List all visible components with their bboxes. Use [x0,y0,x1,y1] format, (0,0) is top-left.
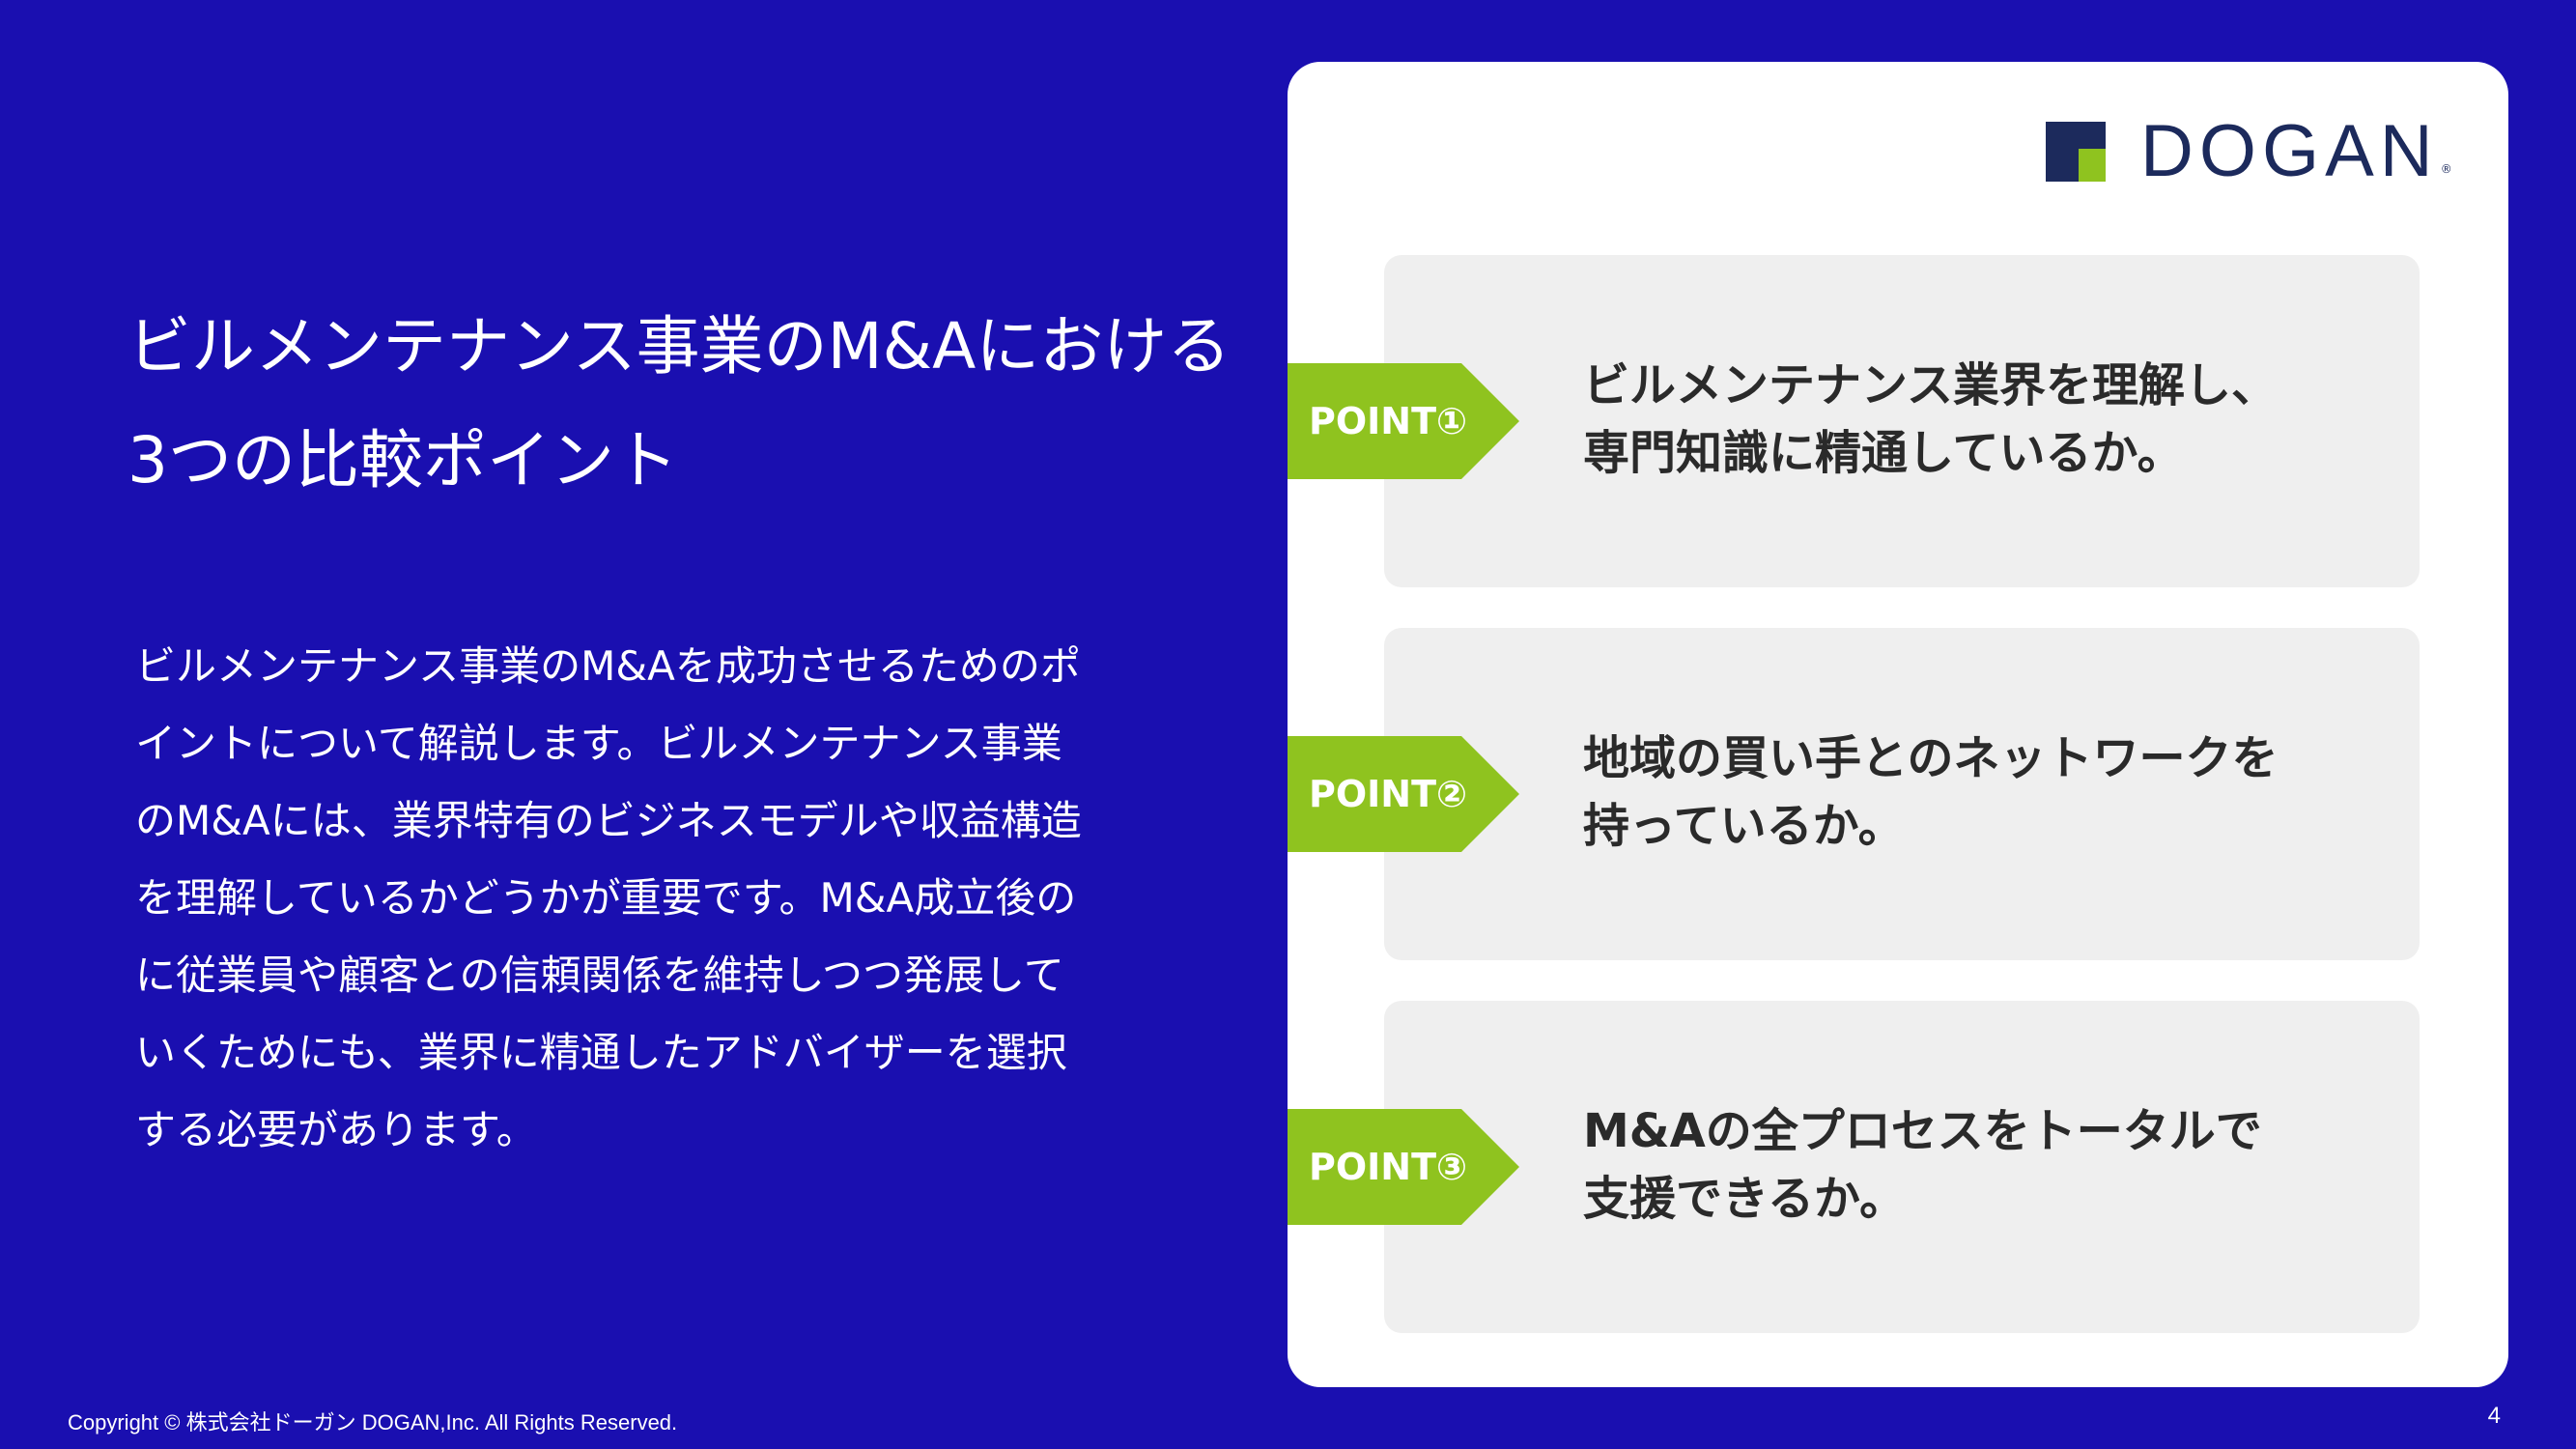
logo-registered-mark: ® [2440,162,2452,176]
description-line: を理解しているかどうかが重要です。M&A成立後の [135,874,1077,922]
points-card: DOGAN ® ビルメンテナンス業界を理解し、 専門知識に精通しているか。 PO… [1288,62,2508,1387]
description-line: する必要があります。 [135,1106,537,1153]
point-text-line: 専門知識に精通しているか。 [1583,426,2184,480]
point-text-2: 地域の買い手とのネットワークを 持っているか。 [1583,724,2394,860]
dogan-logo-mark-icon [2046,122,2106,182]
slide-title-line-1: ビルメンテナンス事業のM&Aにおける [127,309,1231,384]
point-box-1: ビルメンテナンス業界を理解し、 専門知識に精通しているか。 [1384,255,2420,587]
page-number: 4 [2487,1403,2501,1429]
point-tag-label: POINT③ [1309,1146,1468,1188]
point-text-3: M&Aの全プロセスをトータルで 支援できるか。 [1583,1097,2394,1233]
description-line: のM&Aには、業界特有のビジネスモデルや収益構造 [135,797,1082,844]
point-text-line: 持っているか。 [1583,799,1905,853]
slide-title: ビルメンテナンス事業のM&Aにおける 3つの比較ポイント [127,290,1287,518]
point-box-3: M&Aの全プロセスをトータルで 支援できるか。 [1384,1001,2420,1333]
description-line: いくためにも、業界に精通したアドバイザーを選択 [135,1029,1067,1076]
point-box-2: 地域の買い手とのネットワークを 持っているか。 [1384,628,2420,960]
point-text-line: ビルメンテナンス業界を理解し、 [1583,358,2279,412]
dogan-logo: DOGAN ® [2046,110,2452,192]
point-tag-1: POINT① [1288,363,1519,479]
point-tag-label: POINT② [1309,773,1468,815]
point-text-line: 地域の買い手とのネットワークを [1583,731,2279,785]
point-text-line: 支援できるか。 [1583,1172,1907,1226]
logo-text: DOGAN [2140,110,2439,192]
point-text-1: ビルメンテナンス業界を理解し、 専門知識に精通しているか。 [1583,352,2394,487]
copyright-text: Copyright © 株式会社ドーガン DOGAN,Inc. All Righ… [68,1410,678,1435]
description-line: ビルメンテナンス事業のM&Aを成功させるためのポ [135,642,1081,690]
description-text: ビルメンテナンス事業のM&Aを成功させるためのポ イントについて解説します。ビル… [135,628,1159,1169]
point-text-line: M&Aの全プロセスをトータルで [1583,1104,2262,1158]
description-line: に従業員や顧客との信頼関係を維持しつつ発展して [135,952,1064,999]
description-line: イントについて解説します。ビルメンテナンス事業 [135,720,1062,767]
slide-title-line-2: 3つの比較ポイント [127,423,678,497]
point-tag-2: POINT② [1288,736,1519,852]
point-tag-label: POINT① [1309,400,1468,442]
point-tag-3: POINT③ [1288,1109,1519,1225]
